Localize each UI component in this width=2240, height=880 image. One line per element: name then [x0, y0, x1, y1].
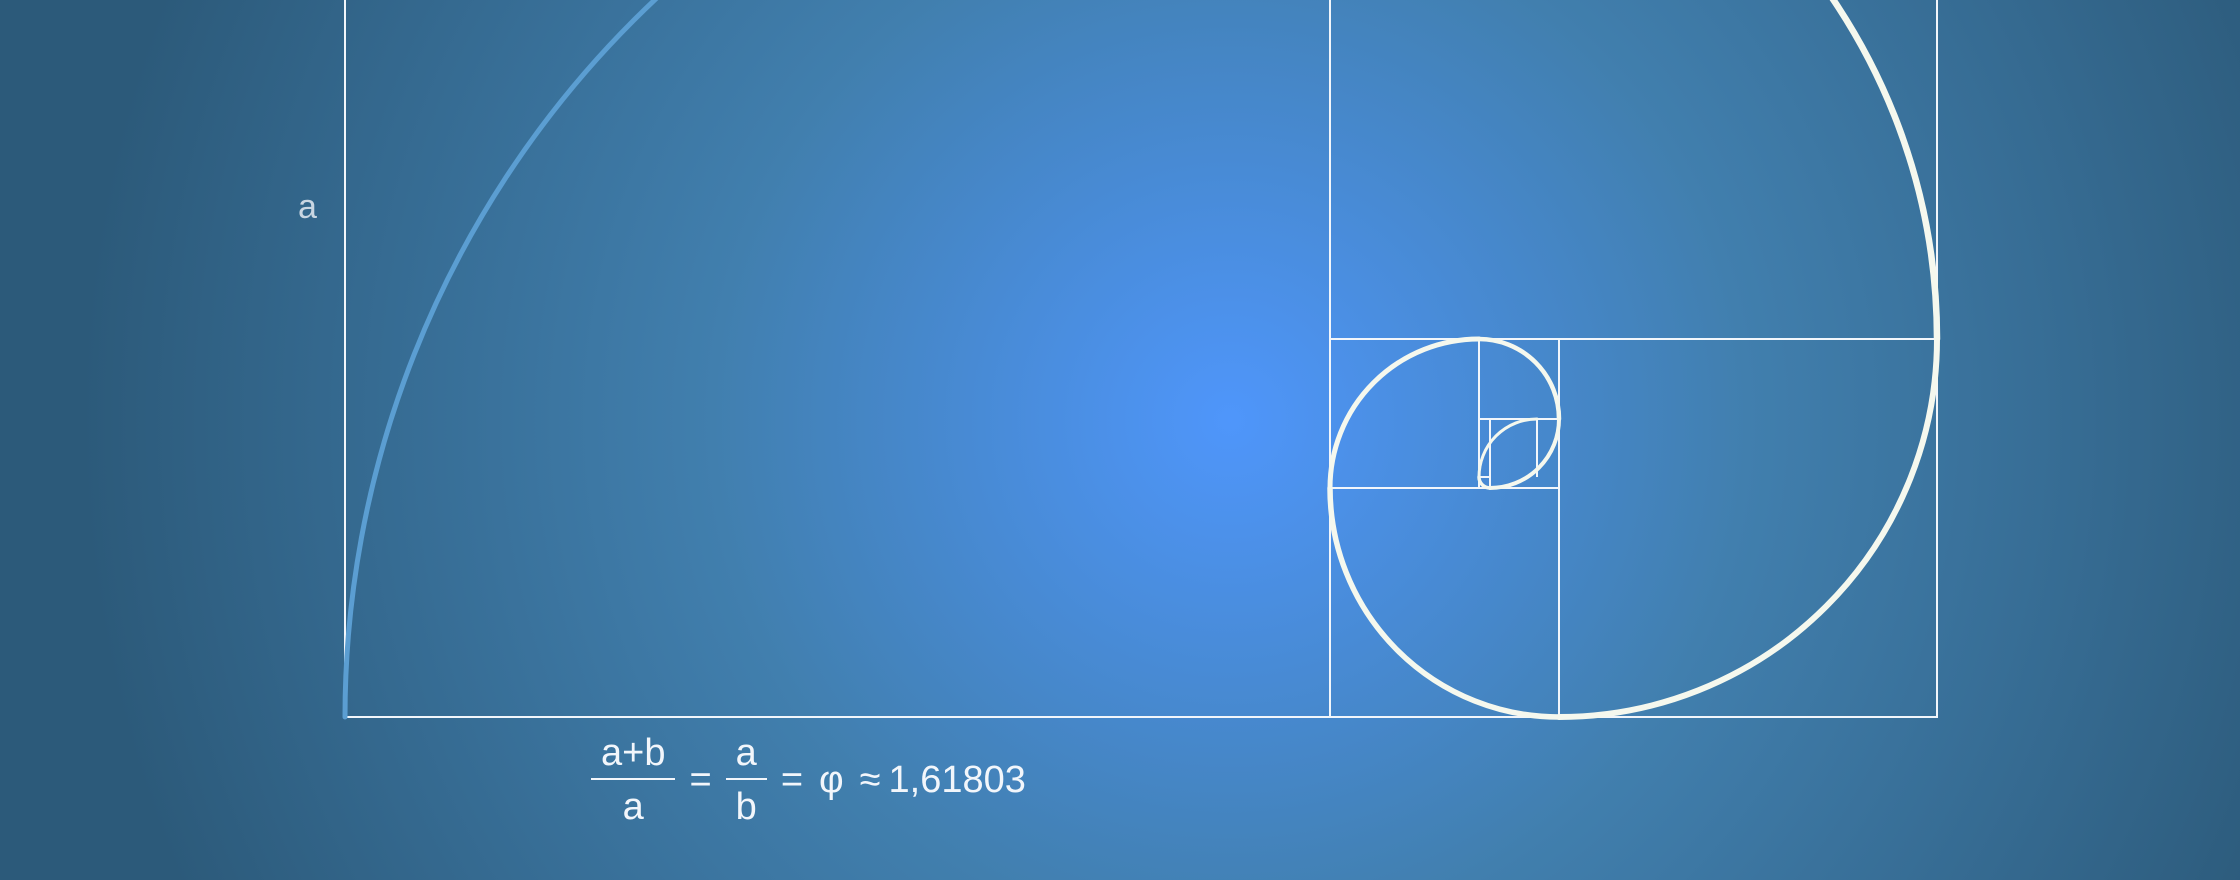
spiral-arc — [1488, 417, 1561, 490]
golden-ratio-formula: a+b a = a b = φ ≈ 1,61803 — [585, 730, 1026, 830]
fraction-denominator: a — [622, 786, 644, 828]
fraction-a-over-b: a b — [725, 734, 767, 828]
spiral-outer-arc — [342, 0, 659, 720]
spiral-arc — [1327, 336, 1482, 491]
equals-sign: = — [689, 758, 712, 801]
spiral-arc — [1477, 417, 1539, 479]
fraction-numerator: a+b — [591, 734, 676, 780]
spiral-arc — [1327, 485, 1562, 720]
spiral-arc — [1476, 336, 1562, 422]
fraction-denominator: b — [735, 786, 757, 828]
golden-spiral — [342, 0, 1941, 720]
spiral-arc — [1829, 0, 1941, 343]
phi-symbol: φ — [819, 758, 844, 801]
spiral-arc — [1556, 336, 1940, 720]
side-a-label: a — [298, 188, 317, 226]
equals-sign: = — [780, 758, 804, 801]
phi-value: 1,61803 — [888, 758, 1026, 801]
approx-sign: ≈ — [859, 758, 881, 801]
fraction-a-plus-b-over-a: a+b a — [591, 734, 676, 828]
fraction-numerator: a — [725, 734, 767, 780]
